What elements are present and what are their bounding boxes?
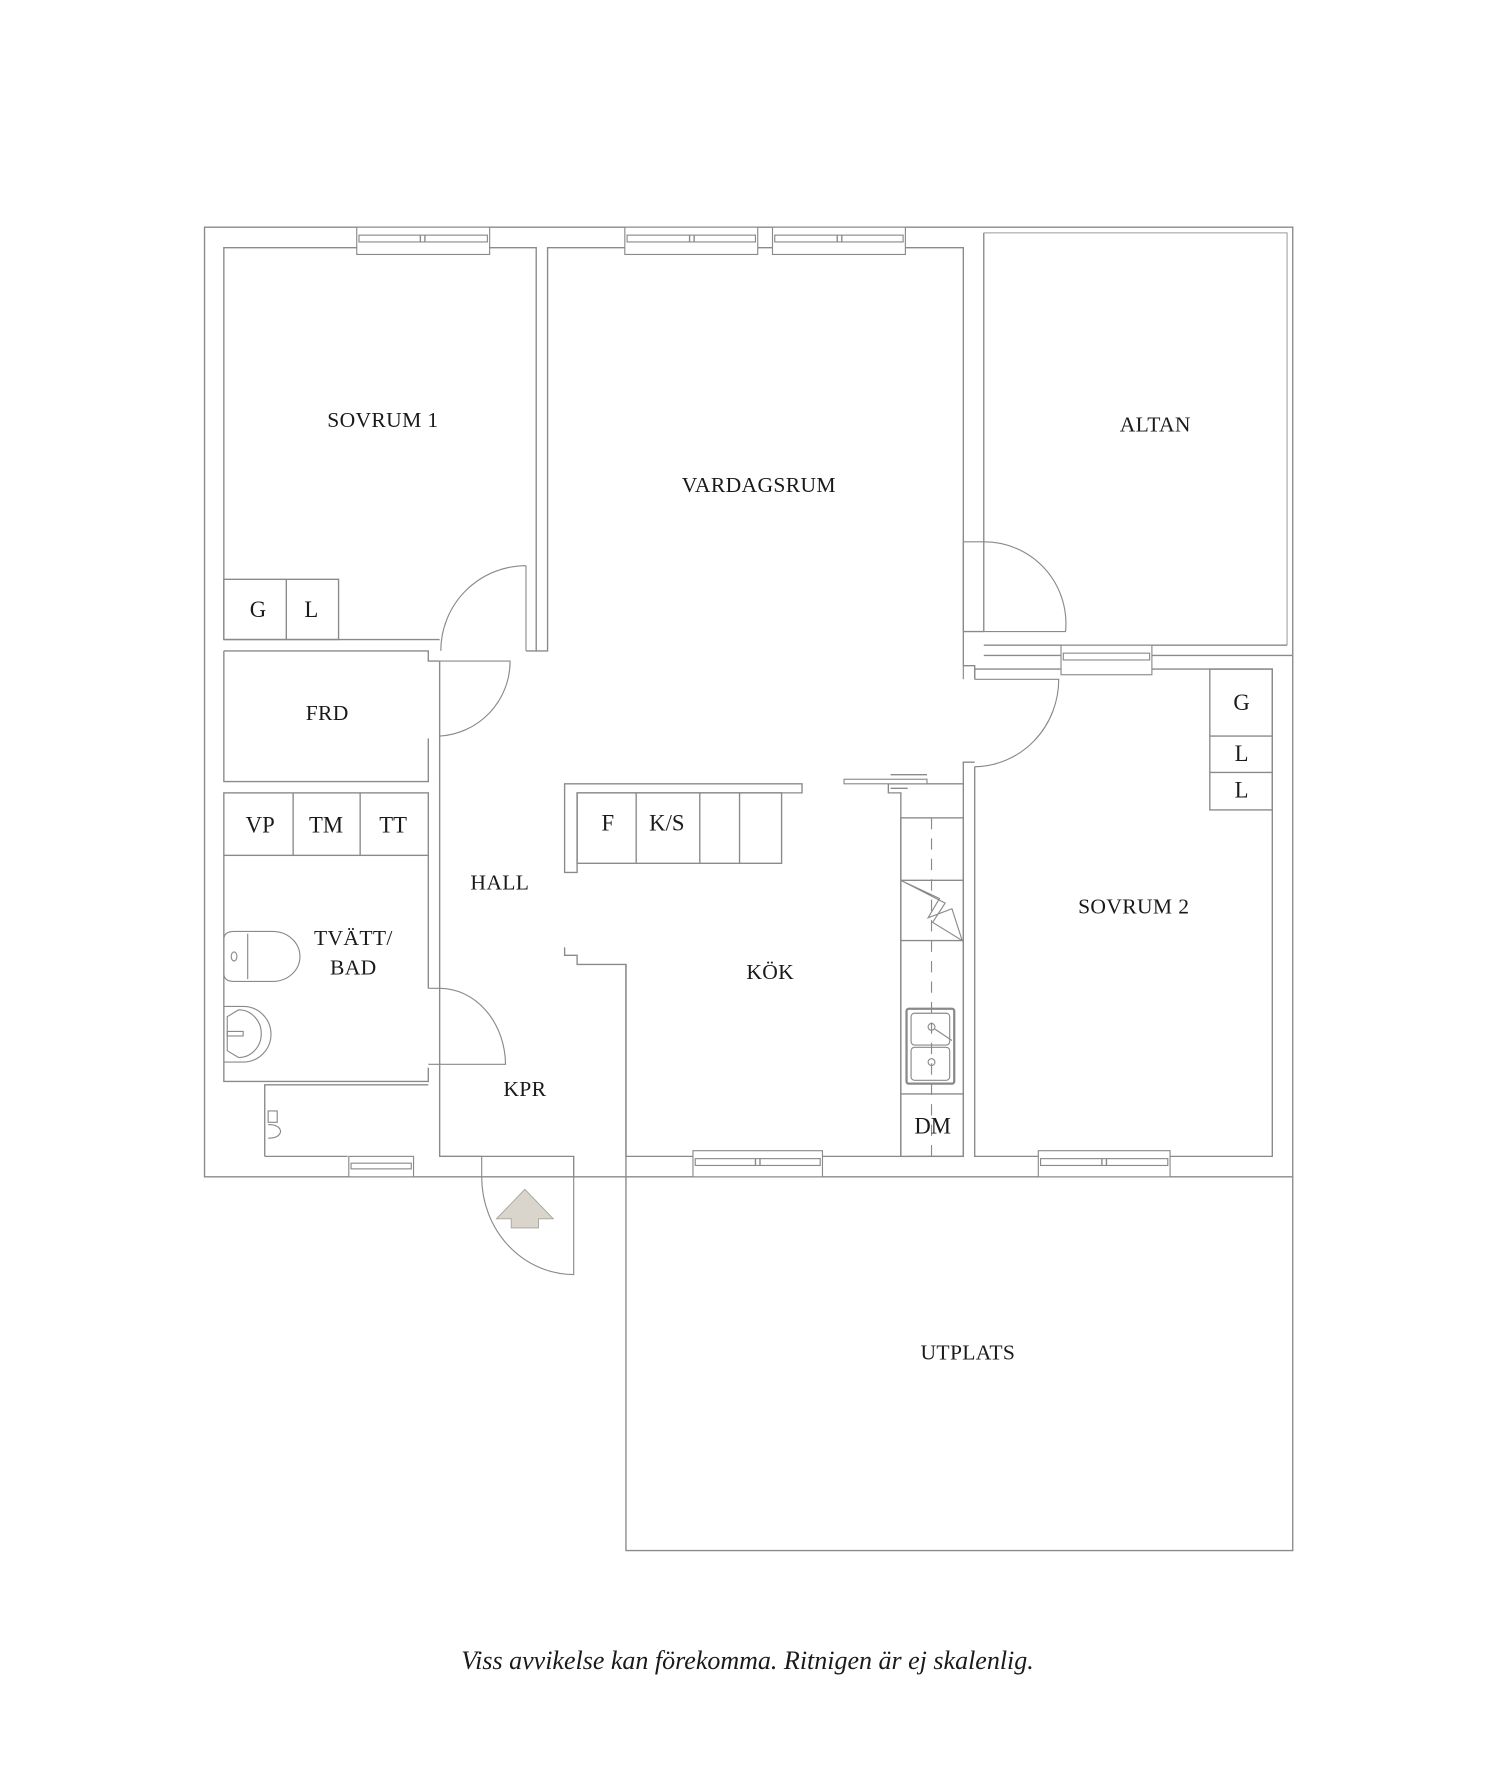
storage-label: G [250,597,266,622]
storage-label: VP [246,813,275,838]
door-sovrum-1 [440,565,527,651]
stove-icon [900,879,964,942]
room-label-utplats: UTPLATS [921,1341,1016,1365]
room-label-frd: FRD [306,701,349,725]
storage-label: DM [914,1114,951,1139]
room-label-vardagsrum: VARDAGSRUM [682,473,836,497]
room-label-tvatt: TVÄTT/ [314,926,393,950]
windows [348,226,1171,1178]
sliding-door [843,778,928,785]
disclaimer-text: Viss avvikelse kan förekomma. Ritnigen ä… [461,1646,1034,1675]
shower-icon [267,1110,282,1139]
room-label-bad: BAD [330,956,377,980]
room-label-kok: KÖK [746,960,794,984]
storage-label: G [1233,690,1249,715]
toilet-icon [223,930,301,983]
room-vardagsrum: VARDAGSRUM [536,232,985,652]
room-sovrum-2: G L L SOVRUM 2 [974,654,1293,1158]
room-label-altan: ALTAN [1120,413,1191,437]
room-label-sovrum-2: SOVRUM 2 [1078,894,1189,918]
room-kok: F K/S KÖK DM [563,761,975,1158]
outer-walls [203,226,1294,1178]
storage-label: K/S [649,810,684,835]
storage-label: L [1235,777,1249,802]
door-entrance [481,1156,575,1276]
entrance-arrow-icon[interactable] [495,1188,555,1229]
door-frd [439,660,511,737]
room-hall: HALL KPR [439,870,693,1177]
room-utplats: UTPLATS [625,1176,1294,1552]
room-label-kpr: KPR [503,1077,546,1101]
storage-label: L [1235,741,1249,766]
room-frd: FRD [223,650,565,1158]
storage-label: F [601,810,614,835]
washbasin-icon [223,1005,272,1063]
storage-label: TT [379,813,407,838]
room-altan: ALTAN [983,413,1288,646]
door-sovrum-2 [962,665,1060,768]
storage-label: L [304,597,318,622]
storage-label: TM [309,813,343,838]
sink-icon [905,1007,956,1085]
room-sovrum-1: SOVRUM 1 G L [223,246,537,652]
room-label-sovrum-1: SOVRUM 1 [327,408,438,432]
door-bathroom [428,987,507,1065]
room-tvatt-bad: VP TM TT TVÄTT/ BAD [223,792,429,1158]
door-altan [962,541,1067,633]
room-label-hall: HALL [470,870,529,894]
